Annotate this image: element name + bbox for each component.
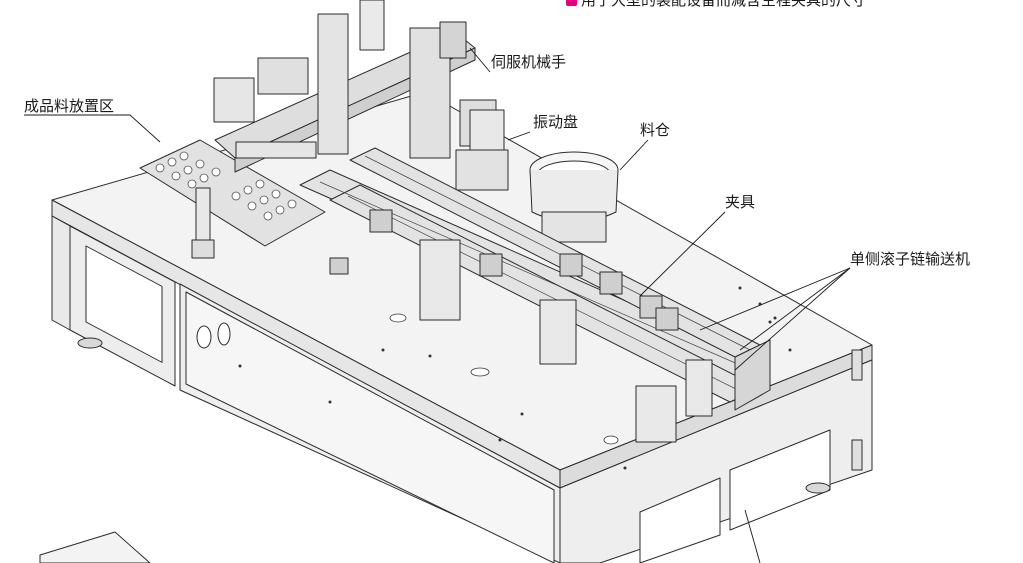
- fixtures: [329, 209, 713, 443]
- label-servo-arm: 伺服机械手: [491, 53, 567, 71]
- top-note-text: 用于大型的装配设备而减含空程夹具的尺寸: [581, 0, 867, 9]
- label-fixture: 夹具: [725, 193, 756, 211]
- door-knob-right: [217, 322, 231, 346]
- label-hopper: 料仓: [640, 121, 671, 139]
- magenta-bullet-icon: [566, 0, 577, 6]
- gantry-column: [317, 13, 349, 155]
- label-roller-chain-conveyor: 单侧滚子链输送机: [850, 250, 971, 268]
- door-knob-left: [196, 325, 212, 349]
- label-vibration-bowl: 振动盘: [533, 113, 579, 131]
- label-finished-area: 成品料放置区: [24, 97, 115, 115]
- leader-lines: [24, 47, 851, 563]
- left-frame: [51, 215, 71, 331]
- vibration-bowl: [455, 149, 509, 191]
- top-note: 用于大型的装配设备而减含空程夹具的尺寸: [566, 0, 866, 9]
